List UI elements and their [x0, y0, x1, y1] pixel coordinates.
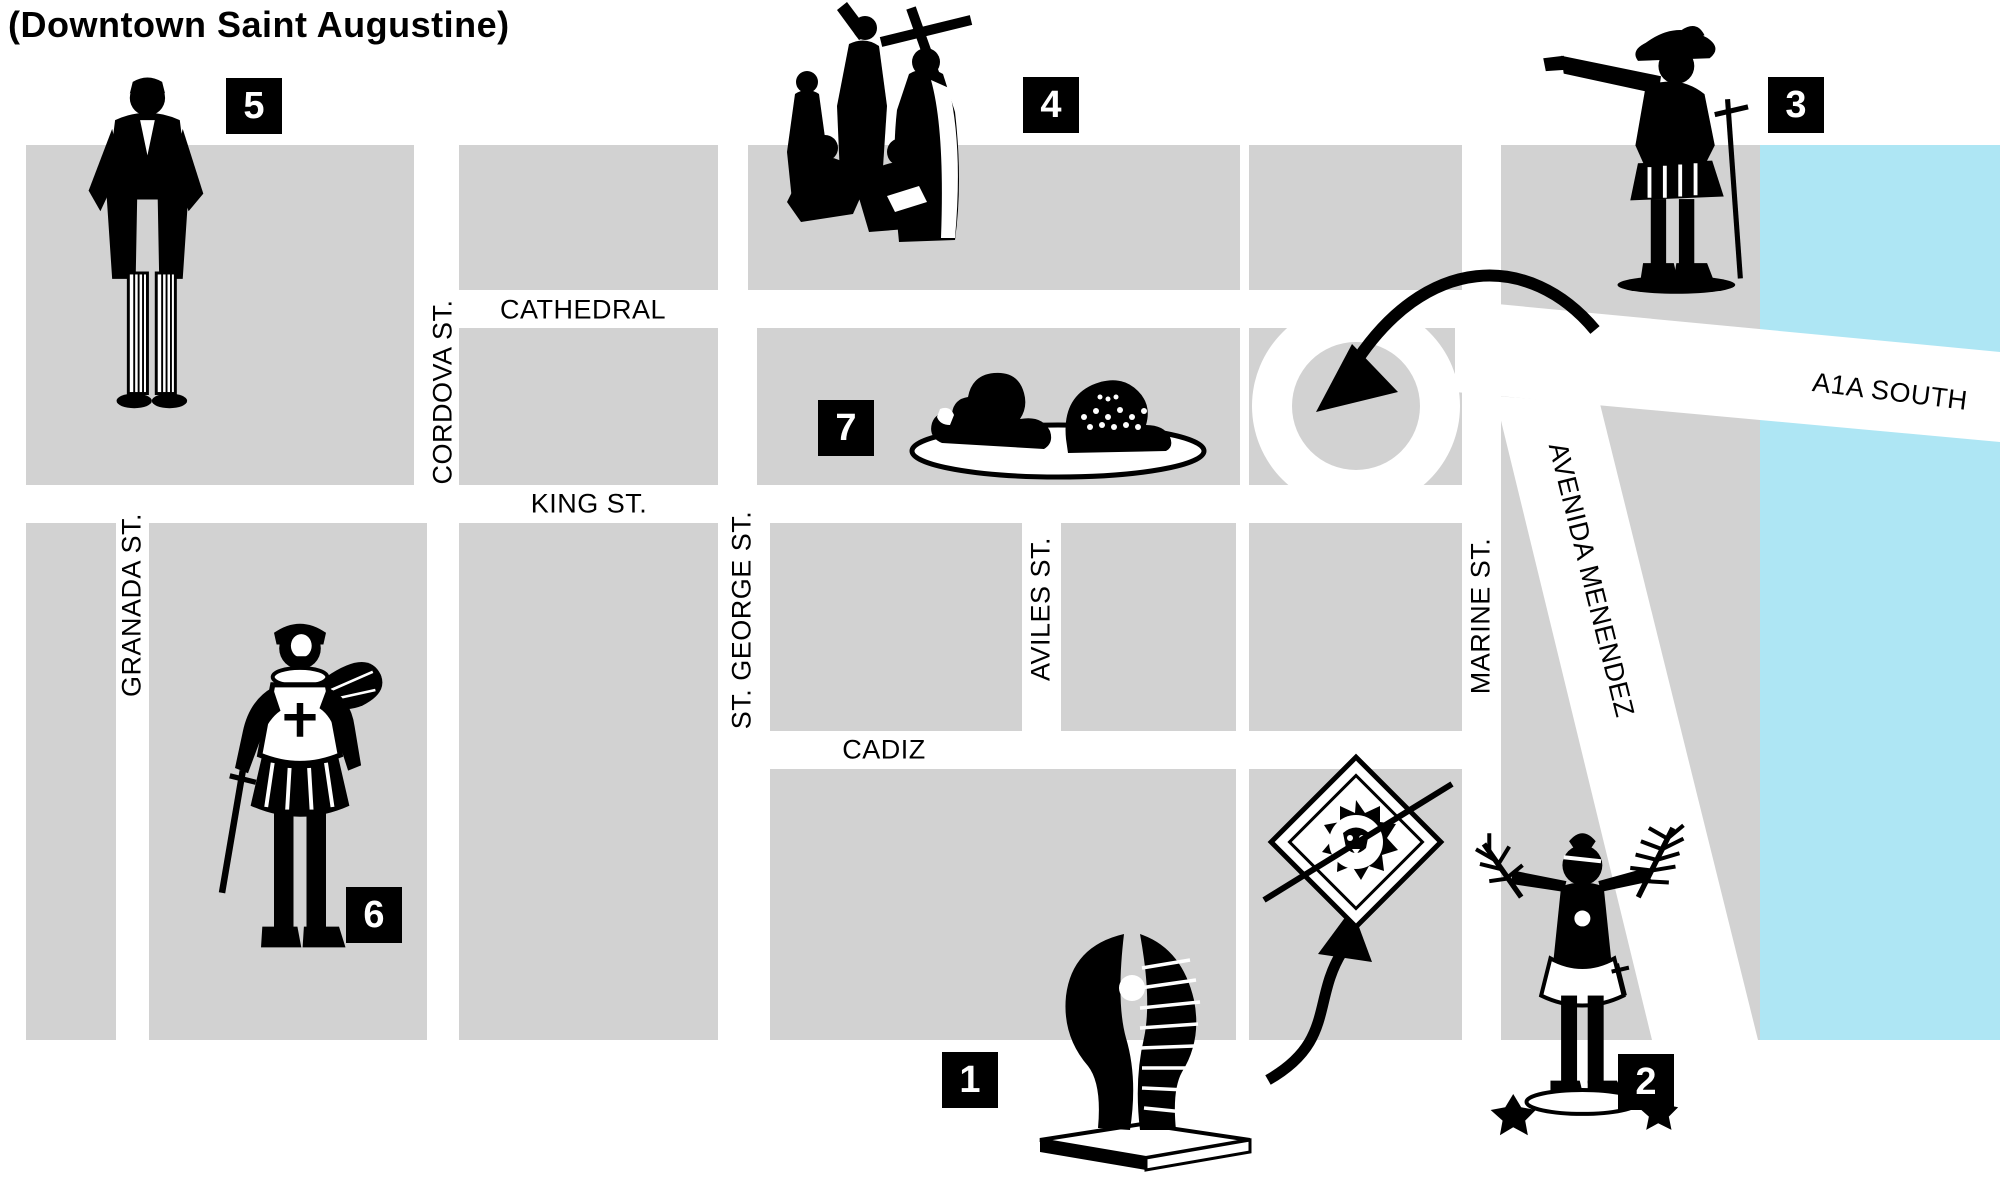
city-block	[149, 523, 427, 1040]
city-block	[459, 523, 718, 1040]
city-block	[459, 145, 718, 290]
street-label-marine: MARINE ST.	[1465, 537, 1496, 695]
map-marker-4: 4	[1023, 77, 1079, 133]
map-title: (Downtown Saint Augustine)	[8, 4, 510, 45]
city-block	[1061, 523, 1236, 731]
city-block-roundabout	[1249, 328, 1462, 485]
map-marker-5: 5	[226, 78, 282, 134]
street-label-aviles: AVILES ST.	[1025, 536, 1056, 682]
city-block	[770, 523, 1022, 731]
road-a1a-south	[1455, 300, 2000, 442]
city-block	[26, 145, 414, 485]
street-label-cathedral: CATHEDRAL	[499, 294, 667, 325]
city-block	[748, 145, 1240, 290]
street-label-cadiz: CADIZ	[842, 734, 926, 765]
map-marker-3: 3	[1768, 77, 1824, 133]
road-avenida-menendez	[1495, 396, 1758, 1040]
map-marker-6: 6	[346, 887, 402, 943]
water-bay	[1760, 145, 2000, 1040]
map-marker-1: 1	[942, 1052, 998, 1108]
city-block	[1249, 145, 1462, 290]
city-block	[1249, 769, 1462, 1040]
conquistador-pointing-statue-icon	[1543, 26, 1749, 294]
street-label-a1a-south: A1A SOUTH	[1810, 367, 1970, 416]
map-marker-7: 7	[818, 400, 874, 456]
street-label-cordova: CORDOVA ST.	[427, 299, 458, 485]
street-label-st-george: ST. GEORGE ST.	[726, 510, 757, 730]
city-block	[26, 523, 116, 1040]
street-label-avenida-menendez: AVENIDA MENENDEZ	[1542, 439, 1641, 721]
city-block	[770, 769, 1236, 1040]
street-label-granada: GRANADA ST.	[116, 512, 147, 698]
map-marker-2: 2	[1618, 1054, 1674, 1110]
street-label-king: KING ST.	[530, 488, 648, 519]
city-block	[459, 328, 718, 485]
city-block	[1501, 145, 1760, 1040]
city-block	[1249, 523, 1462, 731]
